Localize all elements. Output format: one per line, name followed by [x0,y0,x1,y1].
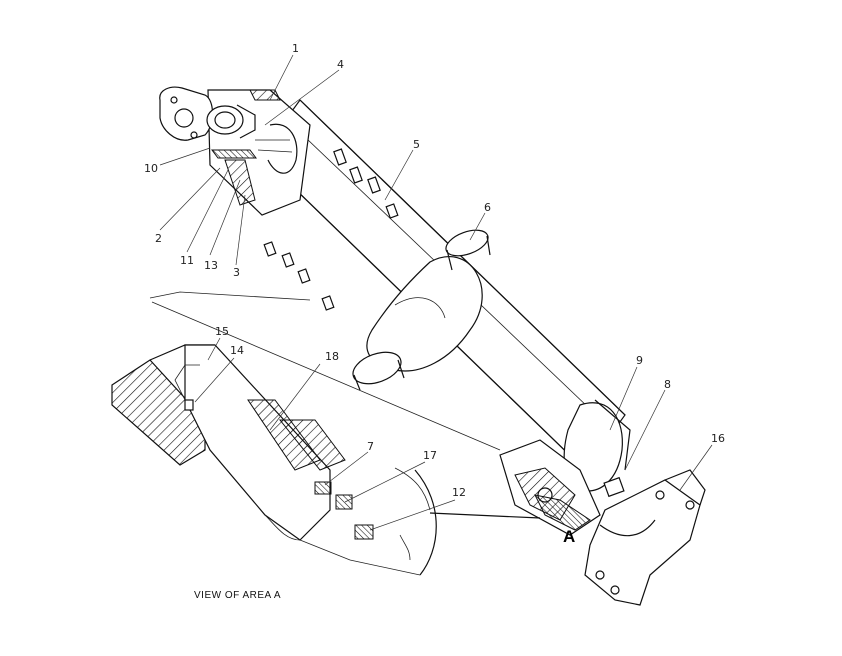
callout-leaders [159,54,713,531]
area-a-marker: A [563,527,575,546]
callout-4: 4 [337,58,344,71]
callout-1: 1 [292,42,299,55]
callout-16: 16 [711,432,725,445]
cylinder-head-end [159,86,311,216]
callout-10: 10 [144,162,158,175]
callout-18: 18 [325,350,339,363]
detail-view-area-a [111,291,501,576]
callout-7: 7 [367,440,374,453]
callout-2: 2 [155,232,162,245]
detail-caption: VIEW OF AREA A [194,590,281,601]
callout-9: 9 [636,354,643,367]
callout-17: 17 [423,449,437,462]
callout-13: 13 [204,259,218,272]
callout-8: 8 [664,378,671,391]
callout-labels: 1 2 3 4 5 6 7 8 9 10 11 12 13 14 15 16 1… [144,42,725,499]
callout-3: 3 [233,266,240,279]
mounting-studs [263,148,399,311]
callout-11: 11 [180,254,194,267]
trunnion-ring [352,229,491,391]
callout-15: 15 [215,325,229,338]
rod-end-assembly [499,399,706,606]
callout-12: 12 [452,486,466,499]
callout-5: 5 [413,138,420,151]
callout-6: 6 [484,201,491,214]
area-a-leader [429,512,541,519]
callout-14: 14 [230,344,244,357]
